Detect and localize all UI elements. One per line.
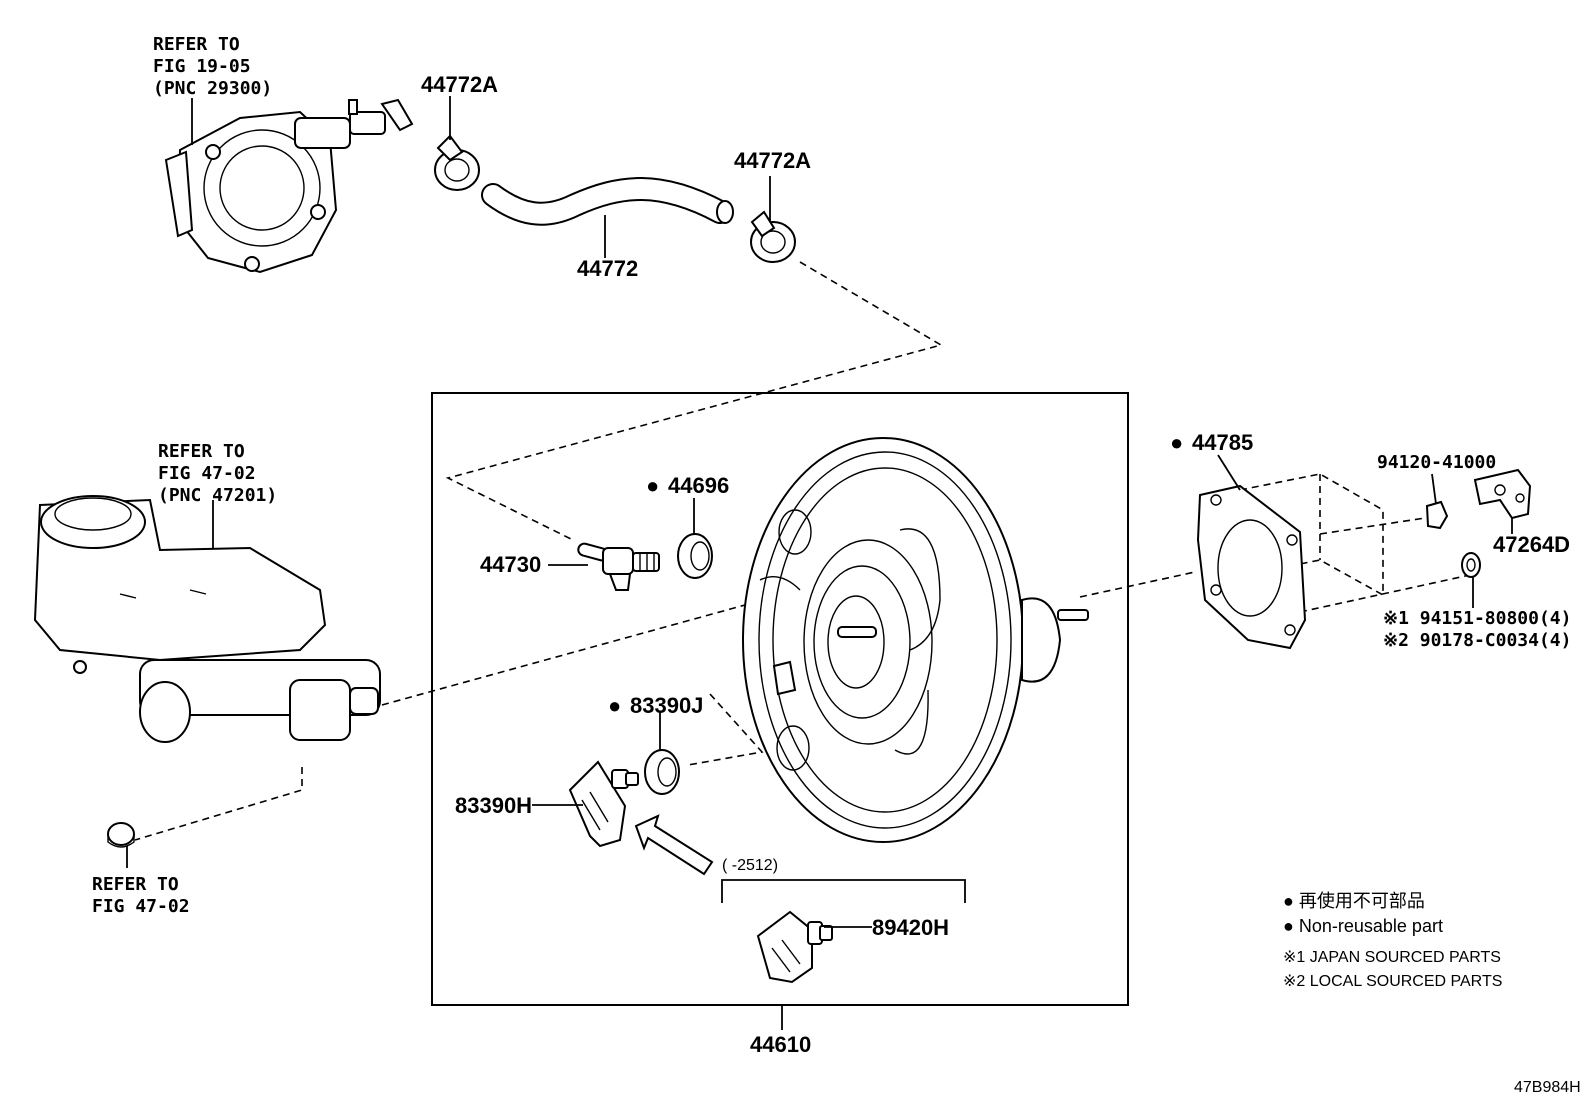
- part-label-grommet: 44696: [668, 473, 729, 498]
- master-cylinder-illustration: [33, 495, 381, 743]
- hose-clamp-illustration: [434, 134, 480, 191]
- part-label-seal: 83390J: [630, 693, 703, 718]
- grommet-illustration: [677, 533, 713, 579]
- reference-text: (PNC 47201): [158, 485, 277, 506]
- bracket-illustration: [1473, 468, 1532, 520]
- reference-text: FIG 19-05: [153, 56, 251, 77]
- part-label-hose: 44772: [577, 256, 638, 281]
- part-label-bracket: 47264D: [1493, 532, 1570, 557]
- master-cylinder-reference: REFER TO FIG 47-02 (PNC 47201): [158, 441, 277, 506]
- legend-non-reusable-en: ● Non-reusable part: [1283, 916, 1443, 936]
- hose-clamp-illustration: [750, 210, 796, 263]
- legend: ● 再使用不可部品 ● Non-reusable part ※1 JAPAN S…: [1283, 891, 1502, 990]
- reference-text: FIG 47-02: [158, 463, 256, 484]
- vacuum-pump-reference: REFER TO FIG 19-05 (PNC 29300): [153, 34, 272, 99]
- reference-text: REFER TO: [153, 34, 240, 55]
- cap-reference: REFER TO FIG 47-02: [92, 874, 190, 917]
- part-label-clamp: 44772A: [421, 72, 498, 97]
- sensor-illustration: [568, 760, 639, 848]
- reference-text: FIG 47-02: [92, 896, 190, 917]
- reference-text: REFER TO: [158, 441, 245, 462]
- part-label-check-valve: 44730: [480, 552, 541, 577]
- date-range-text: ( -2512): [722, 857, 778, 874]
- part-label-vacuum-sensor: 89420H: [872, 915, 949, 940]
- gasket-illustration: [1196, 484, 1307, 650]
- part-label-nut: 94120-41000: [1377, 452, 1496, 473]
- leader-lines: [126, 96, 1513, 1030]
- reference-text: REFER TO: [92, 874, 179, 895]
- part-label-sensor: 83390H: [455, 793, 532, 818]
- reference-text: (PNC 29300): [153, 78, 272, 99]
- legend-japan-sourced: ※1 JAPAN SOURCED PARTS: [1283, 949, 1501, 966]
- part-label-clamp: 44772A: [734, 148, 811, 173]
- part-label-bolt-japan: ※1 94151-80800(4): [1383, 608, 1571, 629]
- vacuum-pump-illustration: [164, 98, 414, 274]
- part-label-gasket: 44785: [1192, 430, 1253, 455]
- part-label-booster-assembly: 44610: [750, 1032, 811, 1057]
- vacuum-sensor-illustration: [756, 910, 833, 984]
- reservoir-cap-illustration: [107, 822, 135, 848]
- brake-booster-illustration: [742, 437, 1089, 843]
- connection-lines: [134, 261, 1471, 841]
- legend-non-reusable-jp: ● 再使用不可部品: [1283, 891, 1425, 911]
- arrow-icon: [634, 814, 714, 876]
- non-reusable-bullet: ●: [1170, 430, 1183, 455]
- flange-nut-illustration: [1461, 552, 1481, 578]
- legend-local-sourced: ※2 LOCAL SOURCED PARTS: [1283, 973, 1502, 990]
- seal-illustration: [644, 749, 680, 795]
- part-label-bolt-local: ※2 90178-C0034(4): [1383, 630, 1571, 651]
- vacuum-hose-illustration: [481, 177, 734, 226]
- figure-id: 47B984H: [1514, 1079, 1581, 1096]
- check-valve-illustration: [577, 542, 660, 591]
- non-reusable-bullet: ●: [608, 693, 621, 718]
- non-reusable-bullet: ●: [646, 473, 659, 498]
- booster-assembly-frame: [431, 392, 1129, 1006]
- nut-illustration: [1425, 500, 1449, 530]
